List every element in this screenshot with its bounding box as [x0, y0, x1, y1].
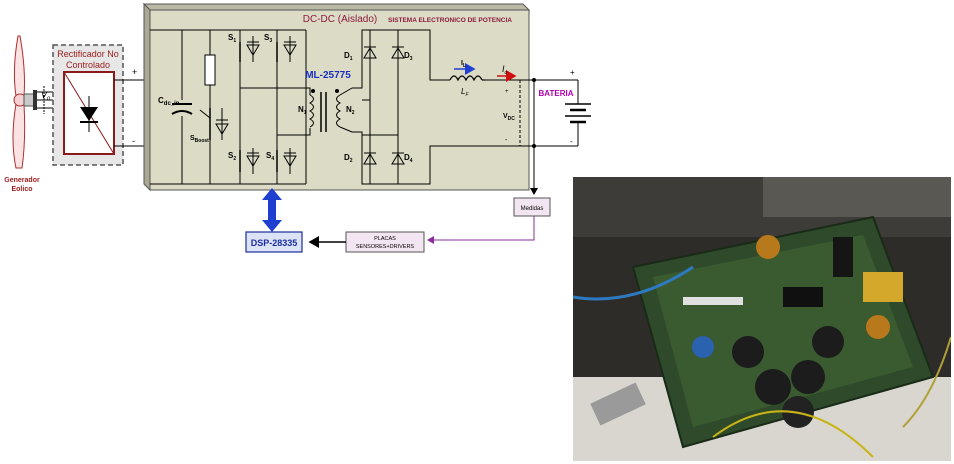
vdc-minus: -	[505, 137, 508, 144]
generator-label-line2: Eolico	[11, 186, 32, 193]
diode-d1-icon	[363, 46, 377, 59]
switch-s4-label: S4	[266, 151, 274, 162]
n1-label: N1	[298, 105, 307, 116]
rectifier-plus: +	[132, 67, 137, 77]
generator-label-line1: Generador	[4, 177, 40, 184]
dsp-bus-arrow	[262, 188, 282, 232]
battery-label: BATERIA	[539, 89, 574, 98]
n2-label: N2	[346, 105, 355, 116]
battery-minus: -	[570, 137, 573, 146]
rectifier-title-line2: Controlado	[66, 60, 110, 70]
battery-plus: +	[570, 68, 575, 77]
switch-s2-icon	[239, 148, 260, 174]
capacitor-icon	[171, 103, 193, 115]
prototype-board-photo	[573, 177, 951, 461]
switch-s3-icon	[276, 36, 297, 62]
rectifier: Rectificador No Controlado	[52, 44, 124, 166]
vdc-label: VDC	[503, 113, 515, 122]
rectifier-title-line1: Rectificador No	[57, 49, 119, 59]
switch-s1-label: S1	[228, 33, 236, 44]
il-label: IL	[461, 60, 466, 69]
diode-d1-label: D1	[344, 51, 353, 62]
diode-d4-icon	[391, 152, 405, 165]
placas-label-line1: PLACAS	[374, 236, 396, 242]
dcdc-circuit-wires	[150, 29, 565, 185]
boost-resistor-icon	[204, 54, 216, 86]
diode-d2-icon	[363, 152, 377, 165]
dsp-block: DSP-28335	[245, 231, 303, 253]
diode-d3-icon	[391, 46, 405, 59]
switch-s4-icon	[276, 148, 297, 174]
diode-d2-label: D2	[344, 153, 353, 164]
medidas-block: Medidas	[513, 197, 551, 217]
dcdc-title: DC-DC (Aislado)	[303, 14, 377, 25]
rectifier-diode-icon	[80, 96, 98, 132]
rectifier-minus: -	[132, 136, 135, 146]
capacitor-label: Cdc_in	[158, 96, 180, 107]
transformer-icon	[308, 87, 353, 133]
switch-s1-icon	[239, 36, 260, 62]
placas-block: PLACAS SENSORES+DRIVERS	[345, 231, 425, 253]
switch-s3-label: S3	[264, 33, 272, 44]
feedback-arrow	[427, 216, 535, 244]
boost-switch-icon	[199, 108, 229, 140]
wind-generator: Generador Eolico Vo	[4, 35, 51, 193]
boost-switch-label: SBoost	[190, 135, 209, 144]
diode-d3-label: D3	[404, 51, 413, 62]
battery-icon	[565, 79, 591, 147]
switch-s2-label: S2	[228, 151, 236, 162]
io-label: Io	[502, 64, 508, 76]
placas-label-line2: SENSORES+DRIVERS	[356, 244, 415, 250]
vdc-plus: +	[505, 89, 509, 95]
lf-label: LF	[461, 87, 469, 98]
diode-d4-label: D4	[404, 153, 413, 164]
medidas-label: Medidas	[521, 206, 544, 212]
inductor-icon	[449, 75, 485, 82]
dcdc-block: DC-DC (Aislado) SISTEMA ELECTRONICO DE P…	[142, 2, 531, 192]
dsp-label: DSP-28335	[251, 238, 298, 248]
dcdc-subtitle: SISTEMA ELECTRONICO DE POTENCIA	[388, 17, 512, 24]
transformer-label: ML-25775	[305, 70, 351, 81]
